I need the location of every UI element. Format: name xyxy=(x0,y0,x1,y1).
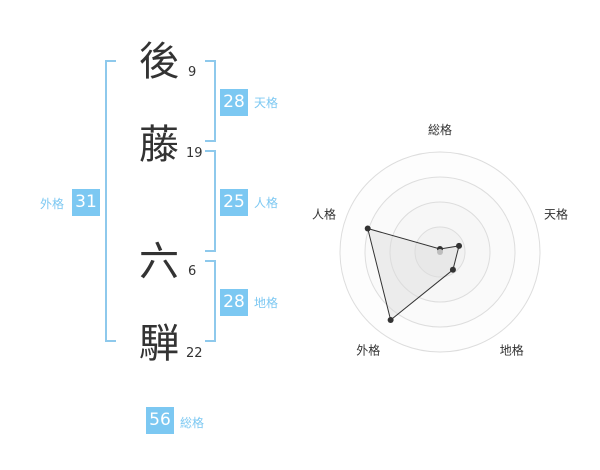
radar-axis-label: 天格 xyxy=(544,206,568,221)
soukaku-label: 総格 xyxy=(180,416,205,430)
radar-point xyxy=(387,316,394,323)
given-char-2: 騨 xyxy=(139,321,179,367)
gaikaku-bracket xyxy=(105,60,116,342)
radar-axis-label: 総格 xyxy=(428,122,452,137)
gaikaku-label: 外格 xyxy=(40,197,65,211)
radar-point xyxy=(456,242,463,249)
chikaku-label: 地格 xyxy=(254,296,279,310)
given-char-1: 六 xyxy=(139,239,179,285)
radar-point xyxy=(364,225,371,232)
gaikaku-badge: 31 xyxy=(72,189,100,216)
given-char-2-strokes: 22 xyxy=(186,346,203,361)
surname-char-2: 藤 xyxy=(139,122,179,168)
radar-point xyxy=(449,266,456,273)
surname-char-1: 後 xyxy=(139,39,179,85)
jinkaku-bracket xyxy=(205,150,216,252)
given-char-1-strokes: 6 xyxy=(188,264,197,279)
jinkaku-badge: 25 xyxy=(220,189,248,216)
jinkaku-label: 人格 xyxy=(254,196,279,210)
radar-axis-label: 地格 xyxy=(500,343,524,358)
surname-char-2-strokes: 19 xyxy=(186,146,203,161)
radar-axis-label: 人格 xyxy=(312,206,336,221)
surname-char-1-strokes: 9 xyxy=(188,65,197,80)
chikaku-badge: 28 xyxy=(220,289,248,316)
tenkaku-label: 天格 xyxy=(254,96,279,110)
tenkaku-bracket xyxy=(205,60,216,142)
soukaku-badge: 56 xyxy=(146,407,174,434)
radar-center-dot xyxy=(437,249,443,255)
radar-polygon xyxy=(367,227,460,321)
radar-axis-label: 外格 xyxy=(356,343,380,358)
tenkaku-badge: 28 xyxy=(220,89,248,116)
chikaku-bracket xyxy=(205,260,216,342)
